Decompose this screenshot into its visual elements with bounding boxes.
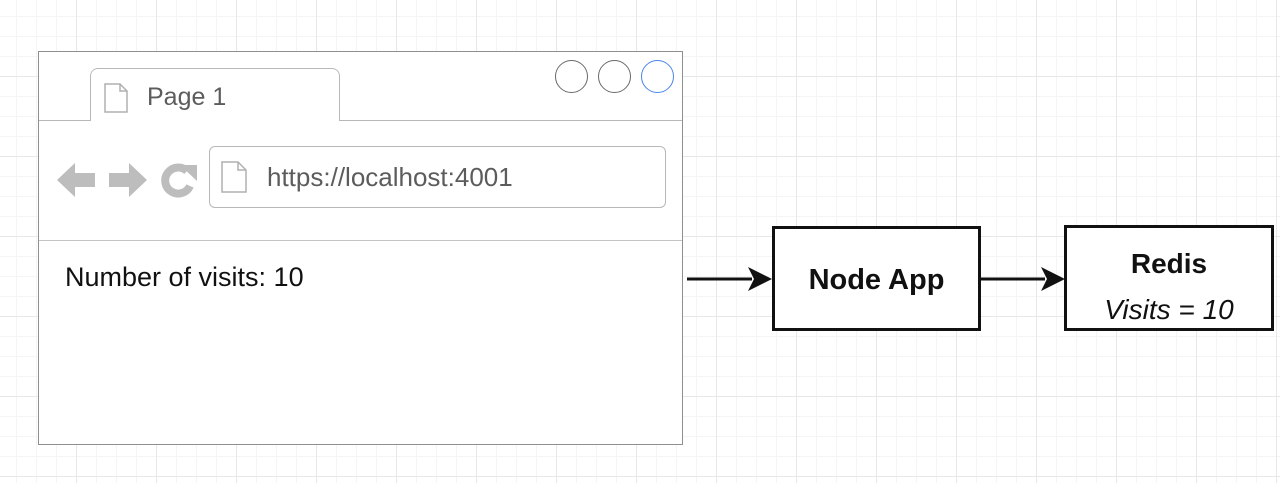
redis-title: Redis [1130, 248, 1208, 279]
visits-counter-text: Number of visits: 10 [65, 262, 304, 292]
node-app-label: Node App [808, 264, 945, 296]
browser-window-mockup: Page 1 https://localhost:4001 Number of … [38, 51, 683, 445]
arrow-node-to-redis [981, 267, 1065, 291]
back-arrow-icon[interactable] [55, 159, 97, 201]
window-button-1[interactable] [555, 60, 588, 93]
page-content: Number of visits: 10 [39, 241, 682, 441]
url-text: https://localhost:4001 [267, 162, 513, 192]
redis-box: Redis Visits = 10 [1064, 225, 1274, 331]
reload-icon[interactable] [157, 159, 199, 201]
tab-bar: Page 1 [39, 52, 682, 121]
navigation-toolbar: https://localhost:4001 [39, 121, 682, 241]
node-app-box: Node App [772, 226, 981, 331]
window-button-2[interactable] [598, 60, 631, 93]
tab-page-1[interactable]: Page 1 [90, 68, 340, 121]
document-icon [104, 83, 128, 113]
url-bar[interactable]: https://localhost:4001 [209, 146, 666, 208]
forward-arrow-icon[interactable] [107, 159, 149, 201]
window-button-3[interactable] [641, 60, 674, 93]
redis-visits-value: Visits = 10 [1104, 294, 1234, 325]
document-icon [221, 161, 247, 193]
arrow-browser-to-node [687, 267, 772, 291]
tab-title: Page 1 [147, 83, 227, 111]
